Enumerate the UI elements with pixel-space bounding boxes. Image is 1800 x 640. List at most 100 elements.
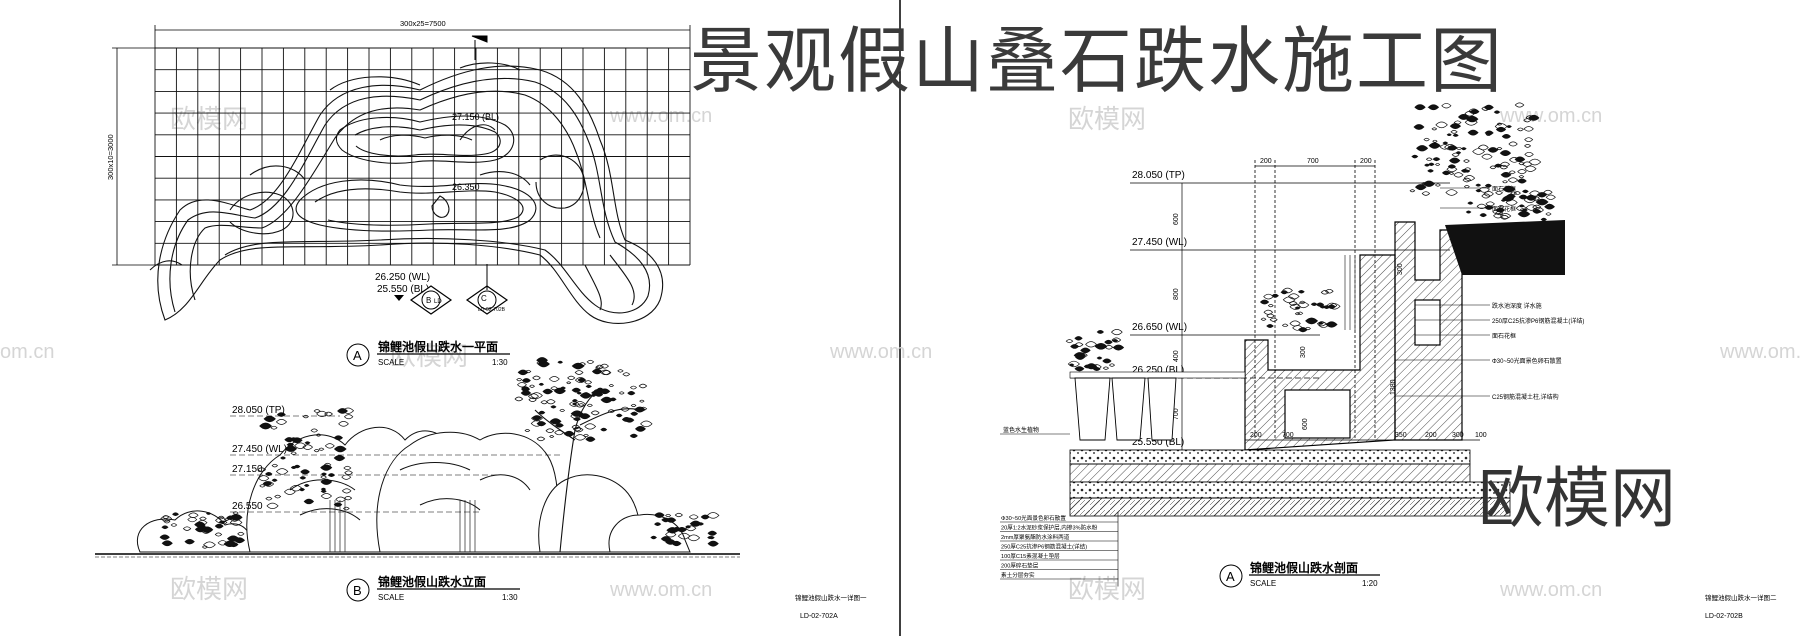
leaf-mark (1111, 339, 1119, 343)
leaf-mark (1467, 201, 1474, 205)
leaf-mark (1422, 180, 1436, 187)
leaf-mark (1110, 329, 1123, 336)
leaf-mark (554, 430, 564, 436)
leaf-mark (1462, 177, 1472, 183)
leaf-mark (333, 502, 343, 507)
leaf-mark (274, 494, 282, 499)
leaf-mark (529, 384, 535, 388)
leaf-mark (214, 532, 223, 537)
leaf-mark (1507, 177, 1519, 183)
leaf-mark (1427, 169, 1434, 173)
leaf-mark (197, 519, 208, 526)
leaf-mark (573, 401, 587, 408)
leaf-mark (1449, 123, 1461, 129)
leaf-mark (1413, 124, 1425, 130)
plan-grid (154, 47, 691, 266)
leaf-mark (630, 411, 639, 416)
section-bottom-dim: 200 (1250, 432, 1262, 439)
leaf-mark (1517, 169, 1527, 175)
watermark-url: www.om.cn (1499, 579, 1602, 601)
leaf-mark (542, 388, 553, 395)
leaf-mark (569, 401, 580, 407)
leaf-mark (600, 427, 608, 432)
leaf-mark (1479, 213, 1487, 218)
leaf-mark (1074, 336, 1083, 341)
leaf-mark (1310, 302, 1318, 307)
section-inner-dim: 300 (1300, 346, 1307, 358)
leaf-mark (1435, 121, 1448, 129)
section-callout: C25钢筋混凝土柱,详结构 (1492, 393, 1559, 401)
elevation-title-letter: B (353, 583, 362, 598)
leaf-mark (550, 405, 557, 409)
leaf-mark (1423, 137, 1430, 142)
leaf-mark (654, 522, 662, 527)
leaf-mark (639, 406, 648, 411)
leaf-mark (290, 465, 297, 470)
leaf-mark (557, 360, 563, 364)
leaf-mark (553, 387, 566, 395)
leaf-mark (1431, 127, 1438, 131)
section-title-letter: A (1226, 569, 1235, 584)
leaf-mark (634, 425, 646, 432)
rockery-contours (149, 62, 664, 324)
leaf-mark (1428, 142, 1441, 149)
leaf-mark (1545, 194, 1556, 200)
leaf-mark (514, 396, 524, 402)
leaf-mark (1464, 110, 1476, 117)
leaf-mark (1478, 186, 1490, 193)
leaf-mark (1517, 178, 1527, 184)
leaf-mark (536, 421, 547, 427)
leaf-mark (1540, 217, 1547, 222)
leaf-mark (545, 428, 555, 434)
elevation-level: 26.550 (232, 501, 263, 512)
leaf-mark (1456, 146, 1463, 151)
leaf-mark (344, 470, 353, 476)
leaf-mark (1442, 141, 1449, 145)
leaf-mark (595, 364, 604, 370)
section-mark-sheet: LD (434, 299, 442, 305)
leaf-mark (320, 487, 327, 491)
leaf-mark (574, 370, 584, 375)
section-level-wl: 26.650 (WL) (1132, 322, 1187, 333)
leaf-mark (584, 380, 593, 385)
leaf-mark (579, 392, 592, 399)
leaf-mark (1078, 355, 1085, 359)
leaf-mark (1414, 184, 1427, 191)
leaf-mark (532, 375, 541, 381)
plan-level-bl: 25.550 (BL) (377, 284, 429, 295)
watermark-cn: 欧模网 (1068, 574, 1146, 604)
leaf-mark (300, 469, 310, 475)
leaf-mark (525, 369, 532, 374)
leaf-mark (161, 540, 173, 547)
leaf-mark (275, 419, 288, 425)
leaf-mark (303, 498, 315, 505)
leaf-mark (1502, 185, 1516, 193)
section-bottom-dim: 300 (1452, 432, 1464, 439)
leaf-mark (1513, 191, 1521, 196)
plan-title: 锦鲤池假山跌水一平面 (378, 339, 498, 354)
leaf-mark (627, 391, 636, 396)
leaf-mark (1525, 115, 1535, 120)
leaf-mark (1441, 103, 1452, 109)
leaf-mark (665, 531, 677, 538)
leaf-mark (1455, 151, 1462, 155)
leaf-mark (1096, 330, 1105, 334)
leaf-mark (1447, 164, 1456, 169)
section-vert-dim: 400 (1173, 350, 1180, 362)
section-level-bl: 26.250 (BL) (1132, 365, 1184, 376)
leaf-mark (1528, 158, 1542, 166)
leaf-mark (1074, 366, 1085, 372)
leaf-mark (1085, 341, 1097, 348)
leaf-mark (313, 449, 320, 453)
leaf-mark (1080, 347, 1091, 354)
leaf-mark (1409, 189, 1416, 193)
section-level-bl: 25.550 (BL) (1132, 437, 1184, 448)
leaf-mark (333, 455, 346, 462)
leaf-mark (1304, 326, 1311, 331)
leaf-mark (563, 430, 575, 437)
leaf-mark (1326, 302, 1338, 309)
leaf-mark (323, 462, 332, 467)
leaf-mark (1439, 144, 1451, 150)
leaf-mark (1112, 344, 1125, 351)
